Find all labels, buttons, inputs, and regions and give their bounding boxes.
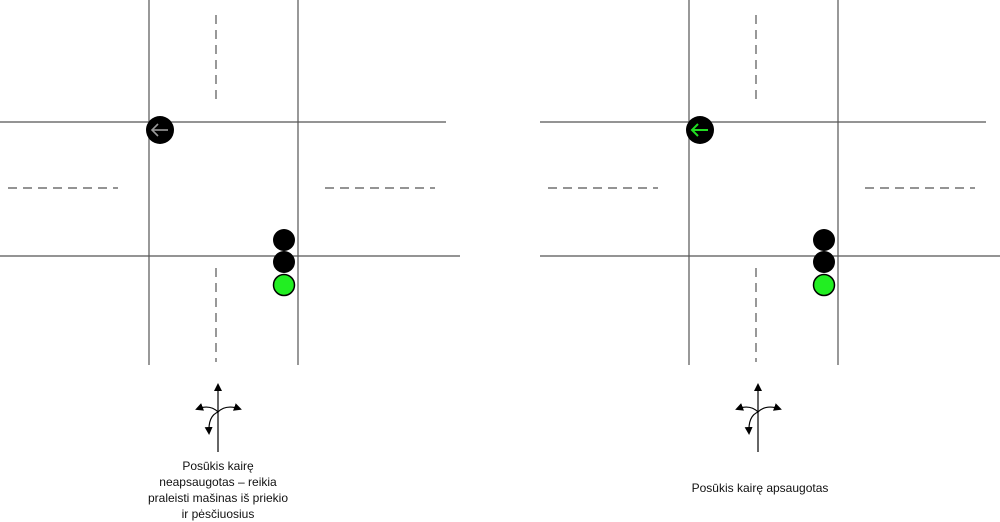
light-green [812, 273, 836, 297]
caption-line: neapsaugotas – reikia [159, 475, 277, 489]
caption-unprotected: Posūkis kairę neapsaugotas – reikia pral… [108, 458, 328, 522]
caption-line: praleisti mašinas iš priekio [147, 491, 289, 505]
panel-unprotected [0, 0, 460, 452]
caption-line: ir pėsčiuosius [181, 507, 255, 521]
panel-protected [540, 0, 1000, 452]
caption-line: Posūkis kairę apsaugotas [691, 481, 829, 495]
traffic-light [272, 229, 296, 297]
left-arrow-signal [146, 116, 174, 144]
light-green [272, 273, 296, 297]
traffic-light [812, 229, 836, 297]
light-off [813, 229, 835, 251]
light-off [273, 251, 295, 273]
caption-protected: Posūkis kairę apsaugotas [650, 480, 870, 496]
left-arrow-signal [686, 116, 714, 144]
light-off [813, 251, 835, 273]
left-arrow-icon [150, 123, 168, 137]
caption-line: Posūkis kairę [182, 459, 254, 473]
left-arrow-icon [690, 123, 708, 137]
light-off [273, 229, 295, 251]
